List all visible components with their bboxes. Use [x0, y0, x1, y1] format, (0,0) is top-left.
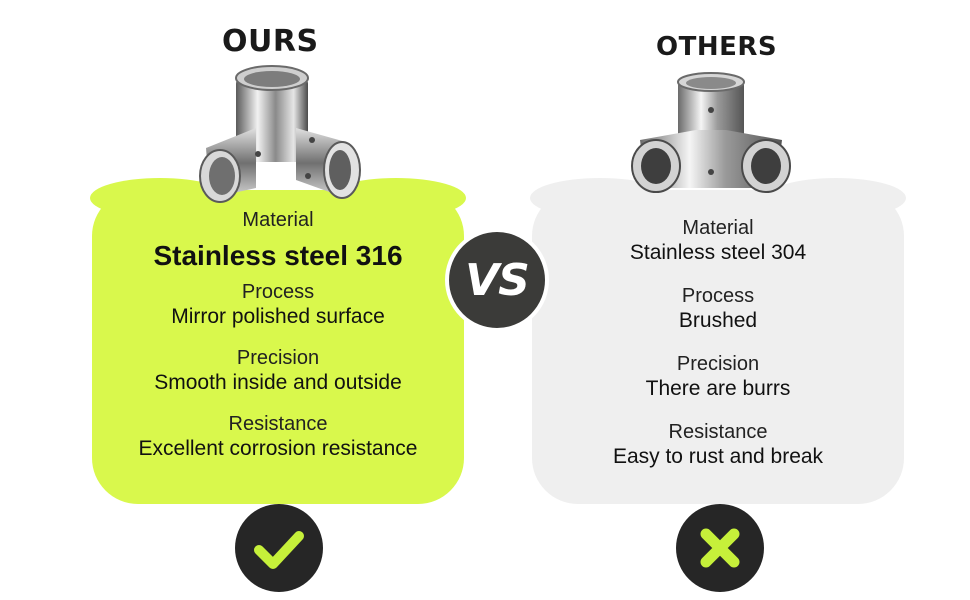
- ours-fitting-image: [199, 65, 361, 203]
- others-row-process: Process Brushed: [532, 284, 904, 334]
- others-row-precision: Precision There are burrs: [532, 352, 904, 402]
- row-value: Brushed: [678, 309, 758, 332]
- row-value: Stainless steel 316: [153, 240, 403, 271]
- others-row-resistance: Resistance Easy to rust and break: [532, 420, 904, 470]
- row-value: Smooth inside and outside: [154, 371, 402, 394]
- others-reject-badge: [676, 504, 764, 592]
- vs-text: VS: [465, 254, 530, 306]
- ours-row-material: Material Stainless steel 316: [92, 208, 464, 274]
- row-label: Resistance: [228, 413, 328, 435]
- row-label: Material: [242, 209, 314, 231]
- ours-row-precision: Precision Smooth inside and outside: [92, 346, 464, 396]
- row-label: Process: [681, 285, 755, 307]
- row-value: There are burrs: [645, 377, 791, 400]
- others-row-material: Material Stainless steel 304: [532, 216, 904, 266]
- checkmark-icon: [254, 531, 304, 569]
- row-label: Process: [241, 281, 315, 303]
- others-fitting-image: [631, 72, 791, 193]
- ours-row-process: Process Mirror polished surface: [92, 280, 464, 330]
- ours-heading: OURS: [222, 24, 319, 59]
- cross-icon: [700, 528, 740, 568]
- vs-badge: VS: [445, 228, 549, 332]
- row-label: Material: [682, 217, 754, 239]
- ours-panel: Material Stainless steel 316 Process Mir…: [90, 178, 466, 504]
- ours-approval-badge: [235, 504, 323, 592]
- others-panel: Material Stainless steel 304 Process Bru…: [530, 178, 906, 504]
- row-value: Stainless steel 304: [629, 241, 807, 264]
- others-heading: OTHERS: [656, 32, 778, 62]
- row-value: Easy to rust and break: [612, 445, 824, 468]
- row-value: Mirror polished surface: [171, 305, 385, 328]
- row-label: Resistance: [668, 421, 768, 443]
- row-label: Precision: [236, 347, 320, 369]
- row-label: Precision: [676, 353, 760, 375]
- row-value: Excellent corrosion resistance: [138, 437, 418, 460]
- ours-row-resistance: Resistance Excellent corrosion resistanc…: [92, 412, 464, 462]
